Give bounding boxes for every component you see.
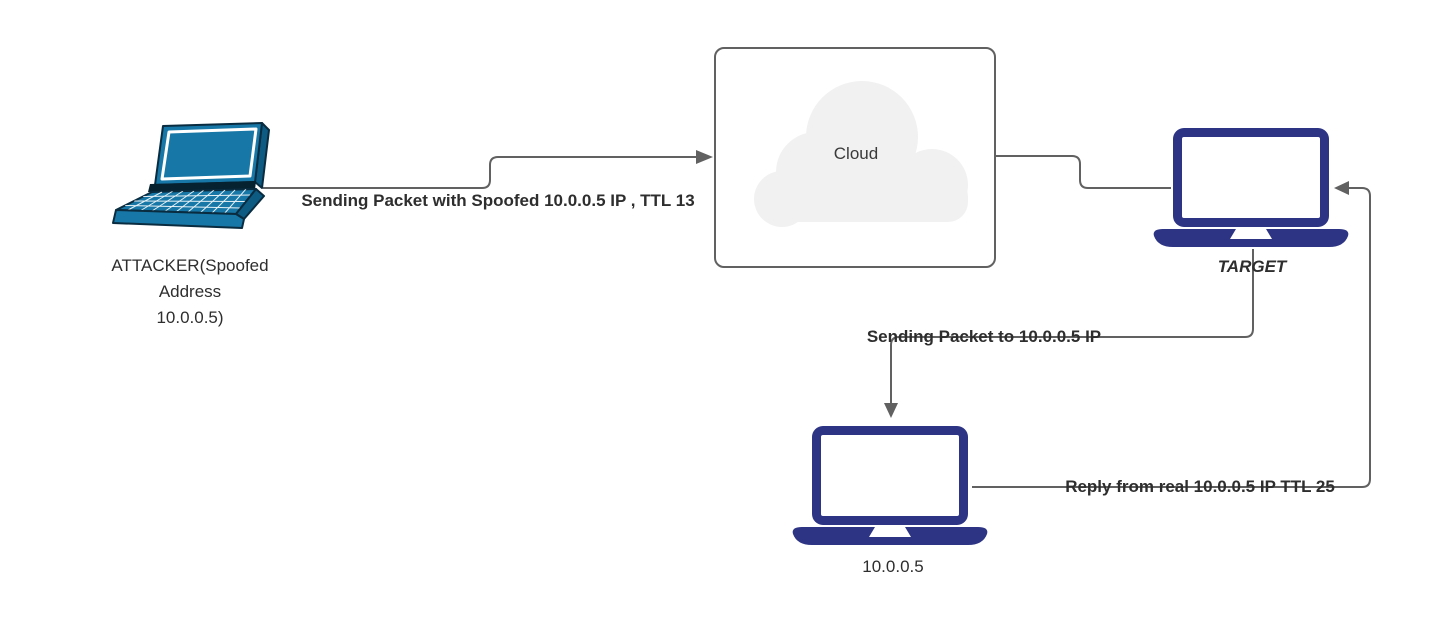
edge-label-sending-to-host: Sending Packet to 10.0.0.5 IP xyxy=(866,327,1102,346)
target-label: TARGET xyxy=(1217,257,1287,276)
edge-attacker-to-cloud xyxy=(263,156,697,189)
edge-target-to-host xyxy=(890,249,1254,403)
edge-paths xyxy=(263,155,1371,488)
attacker-laptop-icon xyxy=(112,122,270,229)
arrowhead-into-host xyxy=(884,403,898,418)
cloud-icon xyxy=(754,81,968,227)
real-host-laptop-icon xyxy=(792,426,988,545)
edge-label-spoofed-packet: Sending Packet with Spoofed 10.0.0.5 IP … xyxy=(301,191,695,210)
cloud-label: Cloud xyxy=(833,144,879,163)
arrowhead-into-cloud xyxy=(696,150,713,164)
attacker-label: ATTACKER(Spoofed Address 10.0.0.5) xyxy=(111,256,269,327)
edge-cloud-to-target xyxy=(996,155,1171,189)
target-laptop-icon xyxy=(1153,128,1349,247)
cloud-node: Cloud xyxy=(714,47,996,268)
real-host-label: 10.0.0.5 xyxy=(862,557,924,576)
arrowhead-into-target xyxy=(1334,181,1349,195)
edge-label-reply: Reply from real 10.0.0.5 IP TTL 25 xyxy=(1065,477,1335,496)
edge-host-to-target xyxy=(972,187,1371,488)
arrowheads xyxy=(696,150,1349,418)
